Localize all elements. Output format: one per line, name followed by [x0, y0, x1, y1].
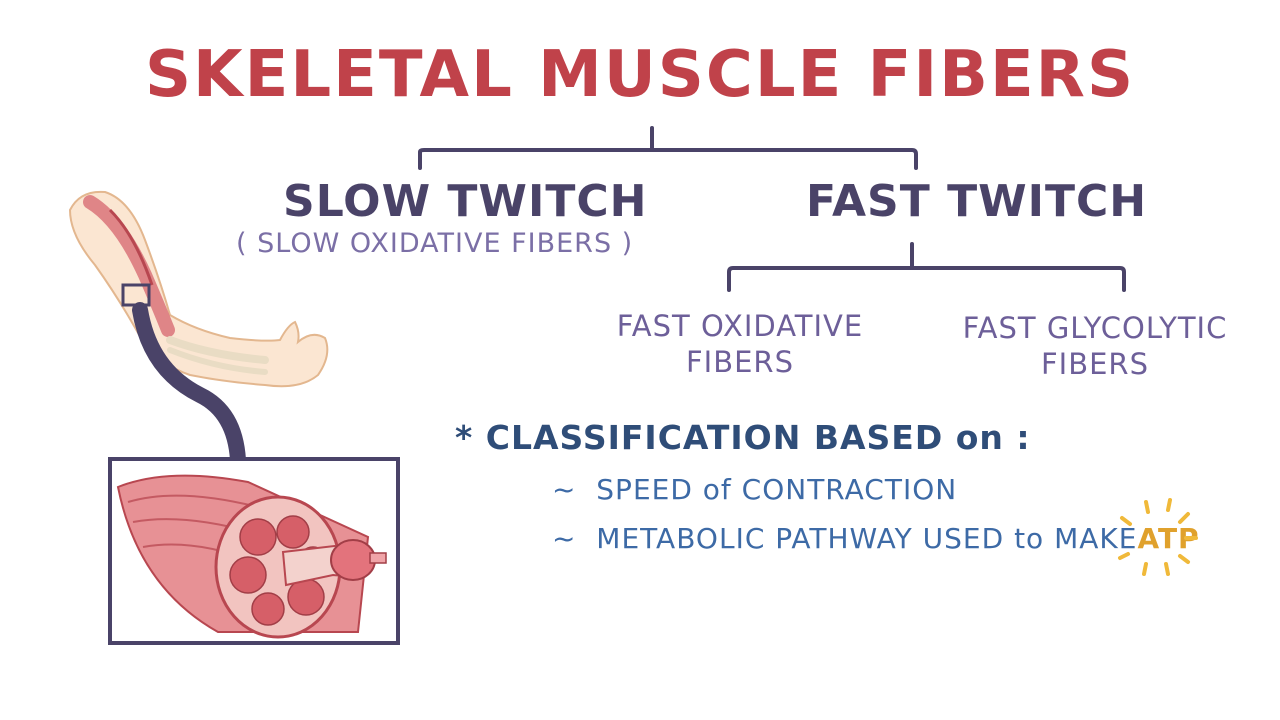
fast-glycolytic-line1: FAST GLYCOLYTIC	[962, 311, 1228, 345]
fast-oxidative-line2: FIBERS	[685, 345, 794, 379]
asterisk-bullet: *	[455, 418, 474, 457]
fast-bracket	[727, 242, 1126, 292]
classification-heading: CLASSIFICATION BASED on :	[485, 418, 1031, 457]
arm-illustration	[68, 190, 329, 388]
fast-oxidative-node: FAST OXIDATIVE FIBERS	[610, 308, 870, 380]
fast-oxidative-line1: FAST OXIDATIVE	[616, 309, 864, 343]
fast-glycolytic-line2: FIBERS	[1040, 347, 1149, 381]
muscle-cross-section-illustration	[108, 457, 400, 645]
slow-twitch-subtitle: ( SLOW OXIDATIVE FIBERS )	[236, 228, 634, 259]
fast-twitch-label: FAST TWITCH	[806, 176, 1148, 227]
top-bracket	[418, 126, 918, 170]
criterion-metabolic: ~ METABOLIC PATHWAY USED to MAKEATP	[552, 522, 1200, 555]
tilde-bullet: ~	[552, 473, 577, 506]
sparkle-icon	[1118, 498, 1198, 576]
fast-glycolytic-node: FAST GLYCOLYTIC FIBERS	[955, 310, 1235, 382]
criterion-speed-text: SPEED of CONTRACTION	[596, 473, 958, 506]
page-title: SKELETAL MUSCLE FIBERS	[144, 38, 1136, 112]
slow-twitch-label: SLOW TWITCH	[283, 176, 648, 227]
classification-heading-row: * CLASSIFICATION BASED on :	[455, 418, 1031, 457]
criterion-speed: ~ SPEED of CONTRACTION	[552, 473, 957, 506]
criterion-metabolic-text: METABOLIC PATHWAY USED to MAKE	[596, 522, 1138, 555]
tilde-bullet: ~	[552, 522, 577, 555]
